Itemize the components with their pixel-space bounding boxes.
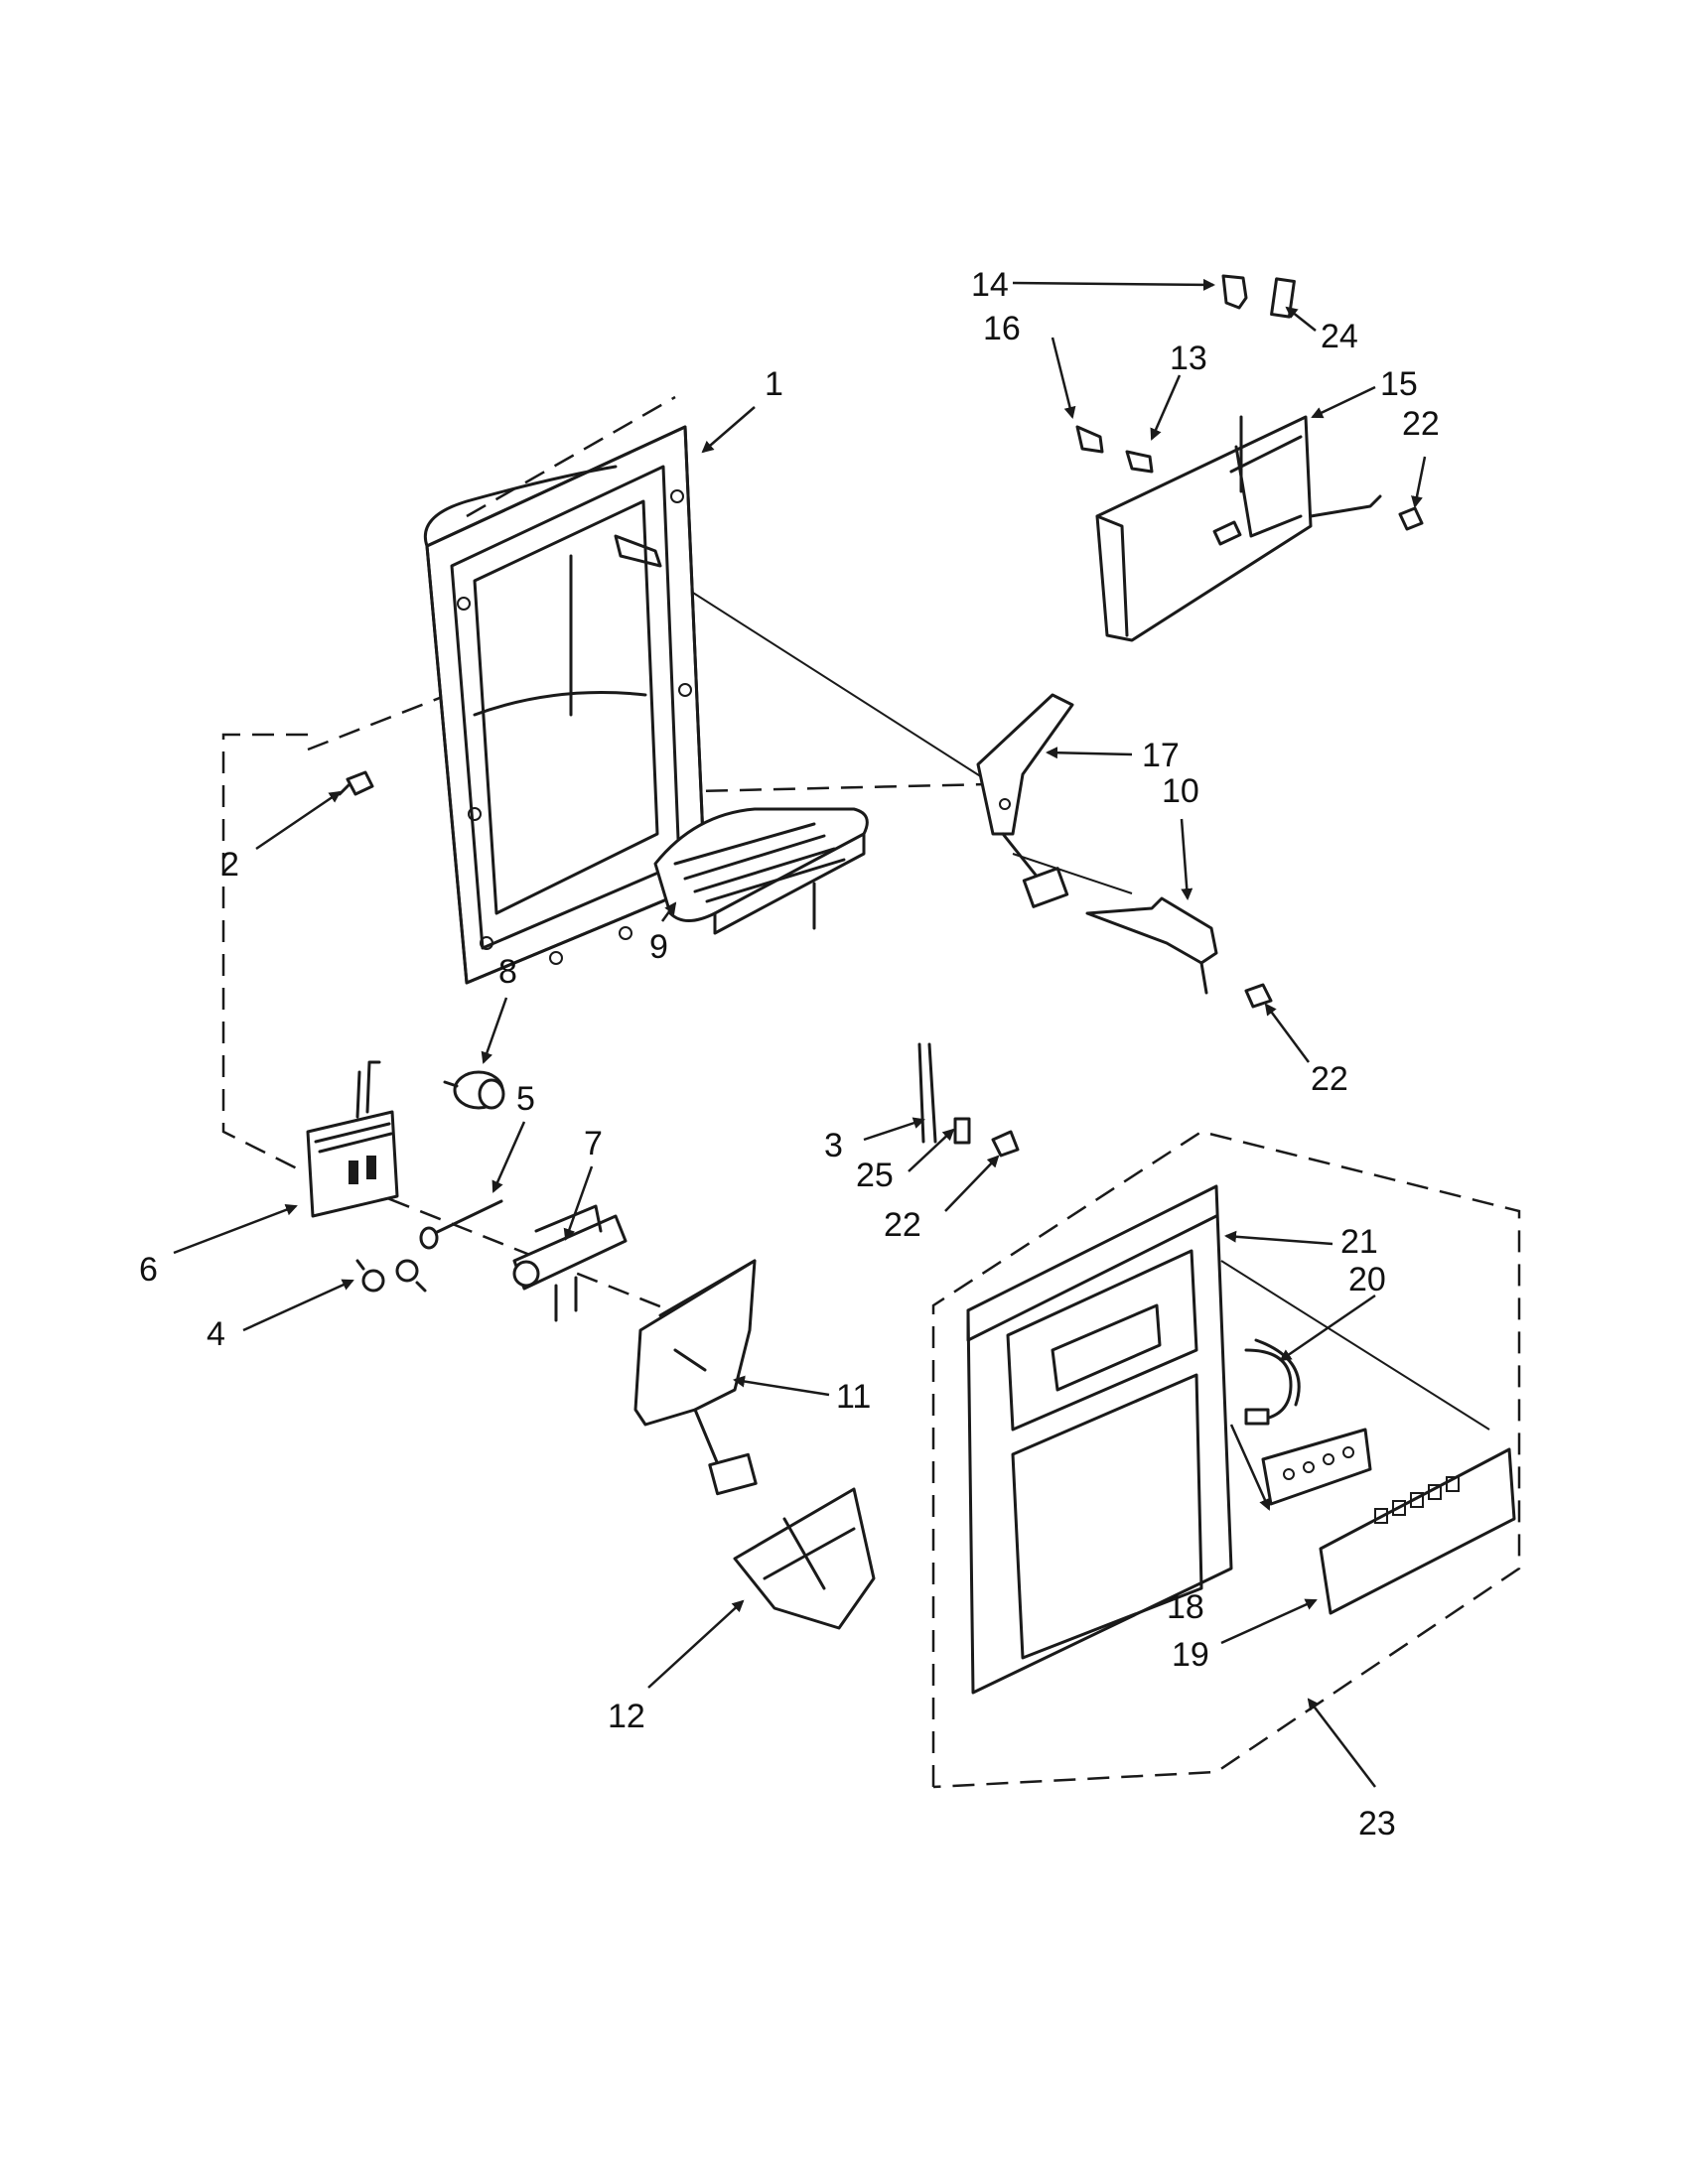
callout-19: 19 <box>1172 1636 1209 1674</box>
callout-22-middle: 22 <box>1311 1060 1348 1098</box>
callout-20: 20 <box>1348 1261 1386 1298</box>
switch-part-14 <box>1221 274 1248 310</box>
clip-part-25 <box>953 1117 971 1145</box>
callout-7: 7 <box>584 1125 603 1162</box>
callout-12: 12 <box>608 1698 645 1735</box>
lever-arm-part-17 <box>976 693 1074 908</box>
callout-6: 6 <box>139 1251 158 1289</box>
callout-25: 25 <box>856 1157 894 1194</box>
front-panel-part-21 <box>966 1184 1233 1695</box>
callout-21: 21 <box>1340 1223 1378 1261</box>
socket-part-13 <box>1125 450 1154 474</box>
callout-16: 16 <box>983 310 1021 347</box>
callout-24: 24 <box>1321 318 1358 355</box>
springs-part-4 <box>355 1259 427 1293</box>
overlay-panel-part-19 <box>1319 1447 1516 1615</box>
chute-flapper-part-11 <box>633 1259 758 1496</box>
callout-14: 14 <box>971 266 1009 304</box>
callout-labels: 1 2 3 4 5 6 7 8 9 10 11 12 13 14 15 16 1… <box>139 266 1440 1843</box>
solenoid-part-8 <box>443 1070 505 1110</box>
screw-part-22-b <box>1398 506 1424 531</box>
pin-part-5 <box>419 1199 503 1250</box>
bulb-part-16 <box>1075 425 1104 454</box>
callout-11: 11 <box>836 1378 871 1416</box>
screw-part-22-c <box>991 1130 1020 1158</box>
strip-part-3 <box>917 1042 937 1144</box>
callout-1: 1 <box>765 365 783 403</box>
callout-4: 4 <box>207 1315 225 1353</box>
actuator-part-7 <box>512 1204 628 1322</box>
callout-3: 3 <box>824 1127 843 1164</box>
callout-17: 17 <box>1142 737 1180 774</box>
callout-23: 23 <box>1358 1805 1396 1843</box>
ice-cup-part-12 <box>733 1487 876 1630</box>
callout-10: 10 <box>1162 772 1199 810</box>
drip-tray-part <box>653 807 869 935</box>
control-board-part-18 <box>1261 1428 1372 1506</box>
callout-13: 13 <box>1170 340 1207 377</box>
callout-15: 15 <box>1380 365 1418 403</box>
housing-frame-part <box>424 425 707 985</box>
callout-9: 9 <box>649 928 668 966</box>
module-box-part-6 <box>306 1060 399 1218</box>
callout-22-top: 22 <box>1402 405 1440 443</box>
wire-harness-part-20 <box>1244 1338 1301 1426</box>
callout-2: 2 <box>220 846 239 884</box>
callout-18: 18 <box>1167 1588 1204 1626</box>
paddle-part-10 <box>1085 896 1218 995</box>
screw-part-2 <box>338 770 374 796</box>
switch-housing-part-15 <box>1095 415 1382 642</box>
leader-arrows <box>173 278 1427 1788</box>
callout-5: 5 <box>516 1080 535 1118</box>
callout-22-small: 22 <box>884 1206 921 1244</box>
callout-8: 8 <box>498 953 517 991</box>
screw-part-22-a <box>1244 983 1273 1009</box>
